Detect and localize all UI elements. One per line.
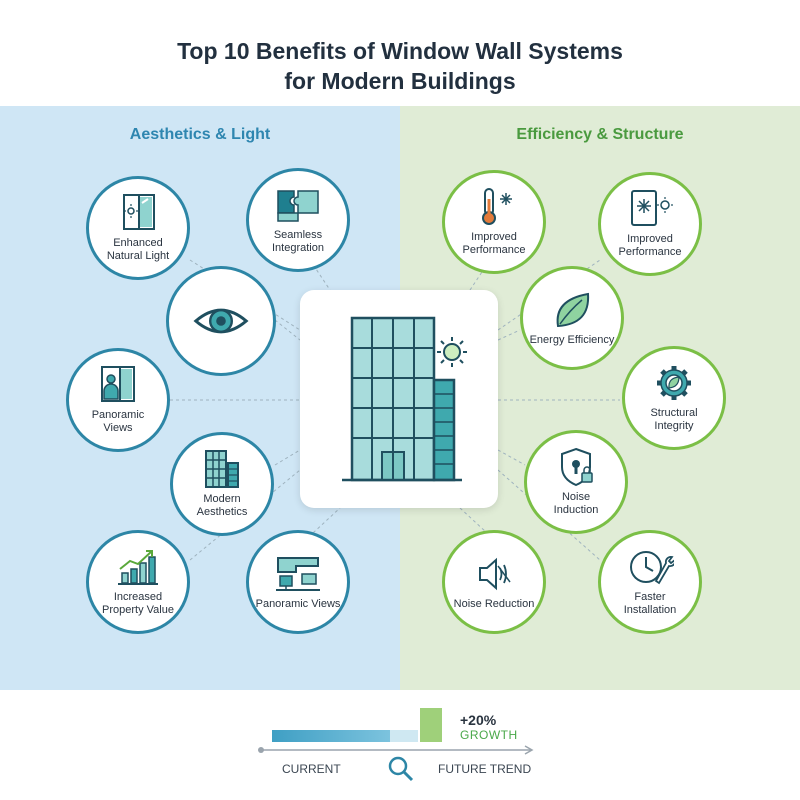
panel-snow-sun-icon [631,190,673,226]
benefit-label: Noise Reduction [453,597,535,610]
transition-bar [390,730,418,742]
benefit-noise-reduction: Noise Reduction [442,530,546,634]
section-title-aesthetics: Aesthetics & Light [129,126,271,143]
speaker-icon [479,557,511,590]
benefit-visual-eye [166,266,276,376]
thermometer-snow-icon [482,188,512,225]
benefit-label: Panoramic Views [255,597,341,610]
page-title: Top 10 Benefits of Window Wall Systems f… [0,36,800,96]
growth-chart-icon [118,550,158,585]
future-trend-label: FUTURE TREND [438,762,532,776]
building-sun-icon [342,316,467,482]
title-line-2: for Modern Buildings [284,68,516,94]
section-title-efficiency: Efficiency & Structure [516,126,684,143]
benefit-label: Energy Efficiency [529,333,615,346]
eye-icon [193,308,249,334]
puzzle-icon [277,190,319,222]
window-panels-icon [276,556,320,591]
shield-lock-icon [561,447,593,487]
current-label: CURRENT [282,762,341,776]
magnifier-icon [388,756,414,782]
growth-value: +20% [460,712,497,728]
clock-wrench-icon [630,551,674,585]
center-building-card [300,290,498,508]
benefit-panoramic-views-2: Panoramic Views [246,530,350,634]
person-window-icon [101,366,135,402]
growth-bar [420,708,442,742]
benefit-energy-efficiency: Energy Efficiency [520,266,624,370]
leaf-icon [556,292,590,327]
current-bar [272,730,390,742]
window-sun-icon [123,194,155,230]
gear-leaf-icon [657,366,691,400]
timeline-axis [258,745,534,755]
growth-label: GROWTH [460,728,518,742]
buildings-icon [205,450,239,488]
title-line-1: Top 10 Benefits of Window Wall Systems [177,38,623,64]
